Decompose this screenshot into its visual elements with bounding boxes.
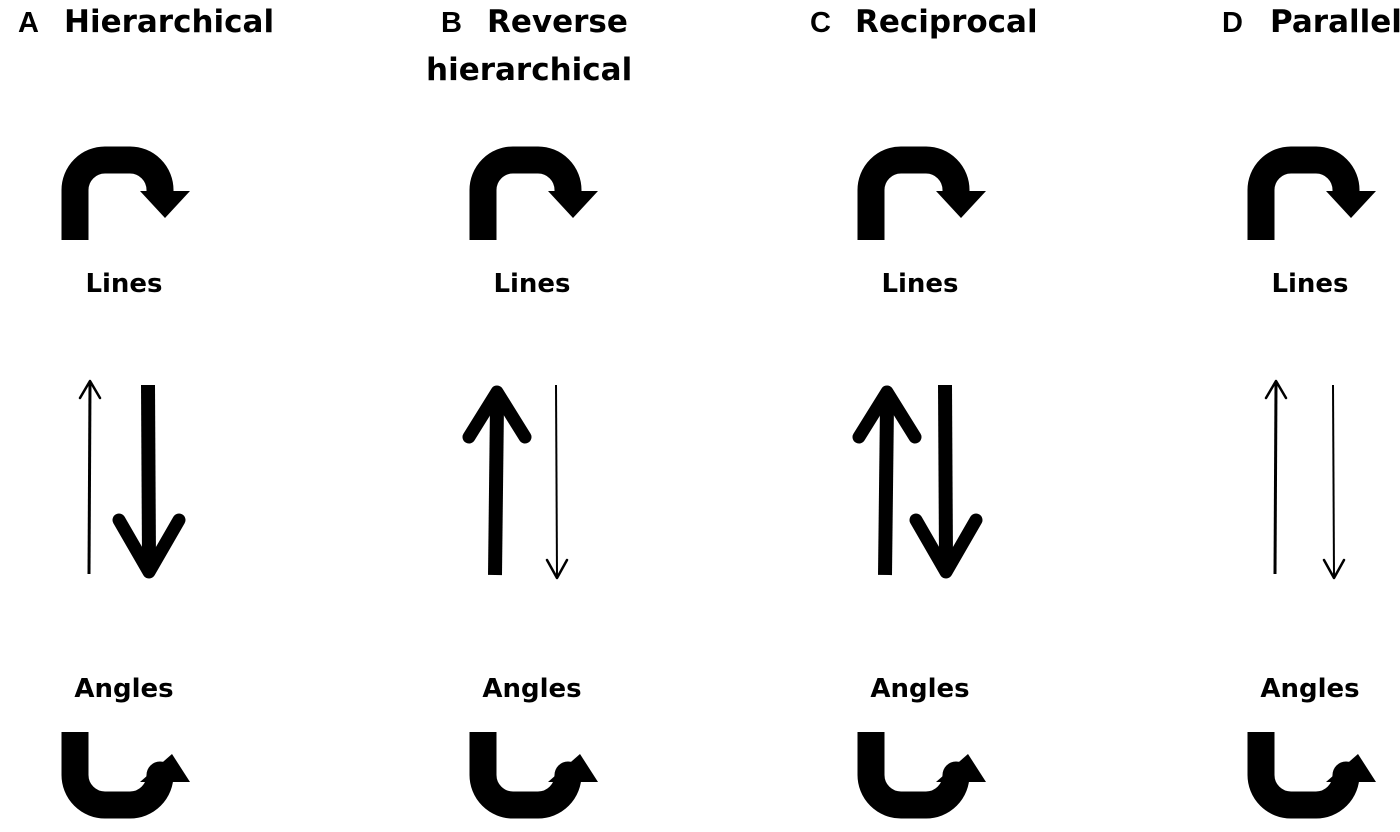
curved-arrow-right-down-icon: [469, 146, 598, 240]
curved-arrow-right-up-icon: [857, 732, 986, 819]
panel-title: Reverse: [487, 4, 628, 40]
curved-arrow-right-down-icon: [61, 146, 190, 240]
arrow-up-icon: [852, 385, 922, 576]
curved-arrow-right-down-icon: [1247, 146, 1376, 240]
panel-title: Hierarchical: [64, 4, 274, 40]
panel-letter: C: [810, 7, 831, 39]
arrow-up-icon: [1264, 379, 1288, 575]
bottom-node-label: Angles: [870, 674, 969, 704]
panel-letter: A: [18, 7, 39, 39]
arrow-down-icon: [545, 384, 569, 580]
arrow-up-icon: [462, 385, 532, 576]
arrow-down-icon: [1322, 384, 1346, 580]
curved-arrow-right-up-icon: [61, 732, 190, 819]
panel-title: Parallel: [1270, 4, 1400, 40]
panel-letter: B: [441, 7, 462, 39]
top-node-label: Lines: [881, 269, 958, 299]
bottom-node-label: Angles: [1260, 674, 1359, 704]
panel-title: Reciprocal: [855, 4, 1038, 40]
bottom-node-label: Angles: [74, 674, 173, 704]
curved-arrow-right-up-icon: [1247, 732, 1376, 819]
curved-arrow-right-up-icon: [469, 732, 598, 819]
top-node-label: Lines: [493, 269, 570, 299]
arrow-down-icon: [112, 384, 186, 579]
bottom-node-label: Angles: [482, 674, 581, 704]
arrow-up-icon: [78, 379, 102, 575]
top-node-label: Lines: [1271, 269, 1348, 299]
curved-arrow-right-down-icon: [857, 146, 986, 240]
panel-letter: D: [1222, 7, 1243, 39]
arrow-down-icon: [909, 384, 983, 579]
top-node-label: Lines: [85, 269, 162, 299]
panel-title: hierarchical: [426, 52, 632, 88]
